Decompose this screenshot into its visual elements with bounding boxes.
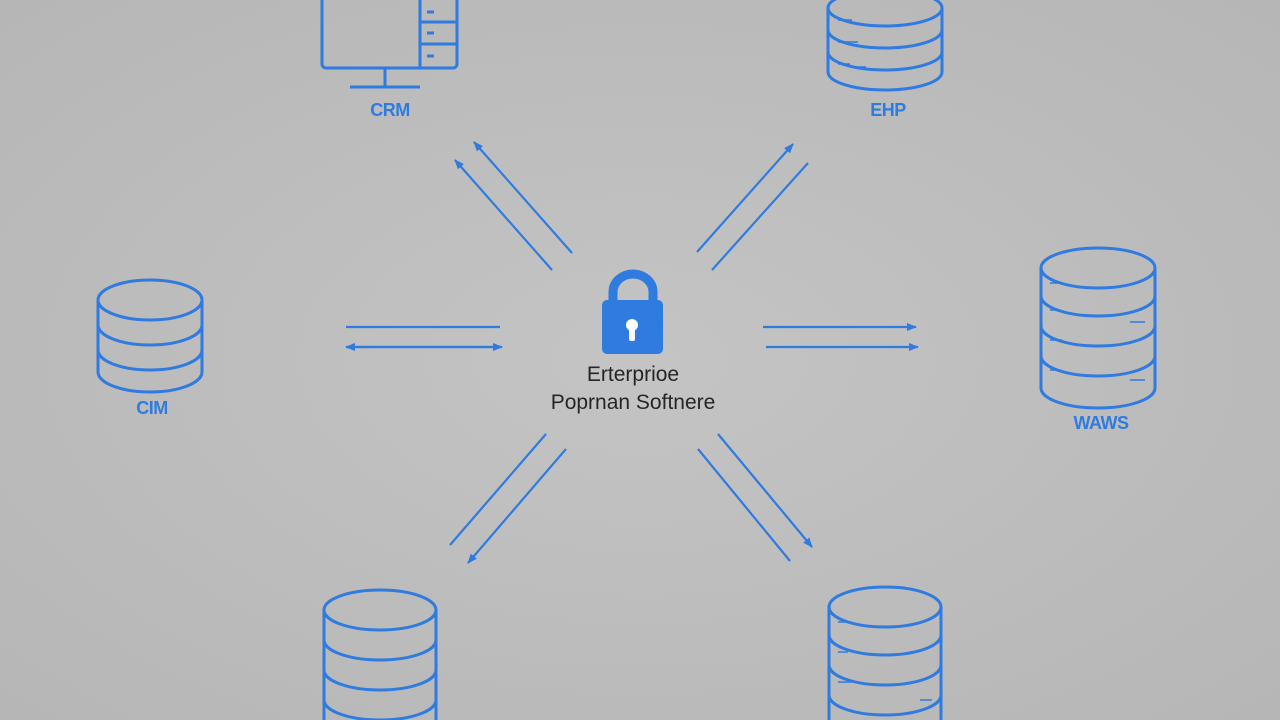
- node-label-top-left: CRM: [370, 100, 410, 120]
- database-icon: [322, 588, 438, 720]
- lock-icon: [602, 269, 663, 354]
- database-icon: [826, 0, 944, 92]
- connector-line: [697, 448, 791, 562]
- node-label-top-right: EHP: [870, 100, 906, 120]
- connector-arrow: [473, 141, 573, 254]
- connector-arrow: [717, 433, 813, 548]
- database-icon: [827, 585, 943, 720]
- database-icon: [1039, 246, 1157, 410]
- monitor-icon: [320, 0, 459, 89]
- node-label-left: CIM: [136, 398, 168, 418]
- connector-line: [449, 433, 547, 546]
- connector-arrow: [454, 159, 553, 271]
- connector-arrow: [467, 448, 567, 564]
- node-label-right: WAWS: [1073, 413, 1130, 433]
- connector-arrow: [696, 143, 794, 253]
- center-title-line-1: Erterprioe: [586, 363, 680, 386]
- database-icon: [96, 278, 204, 394]
- connector-line: [711, 162, 809, 271]
- center-title-line-2: Poprnan Softnere: [550, 391, 716, 414]
